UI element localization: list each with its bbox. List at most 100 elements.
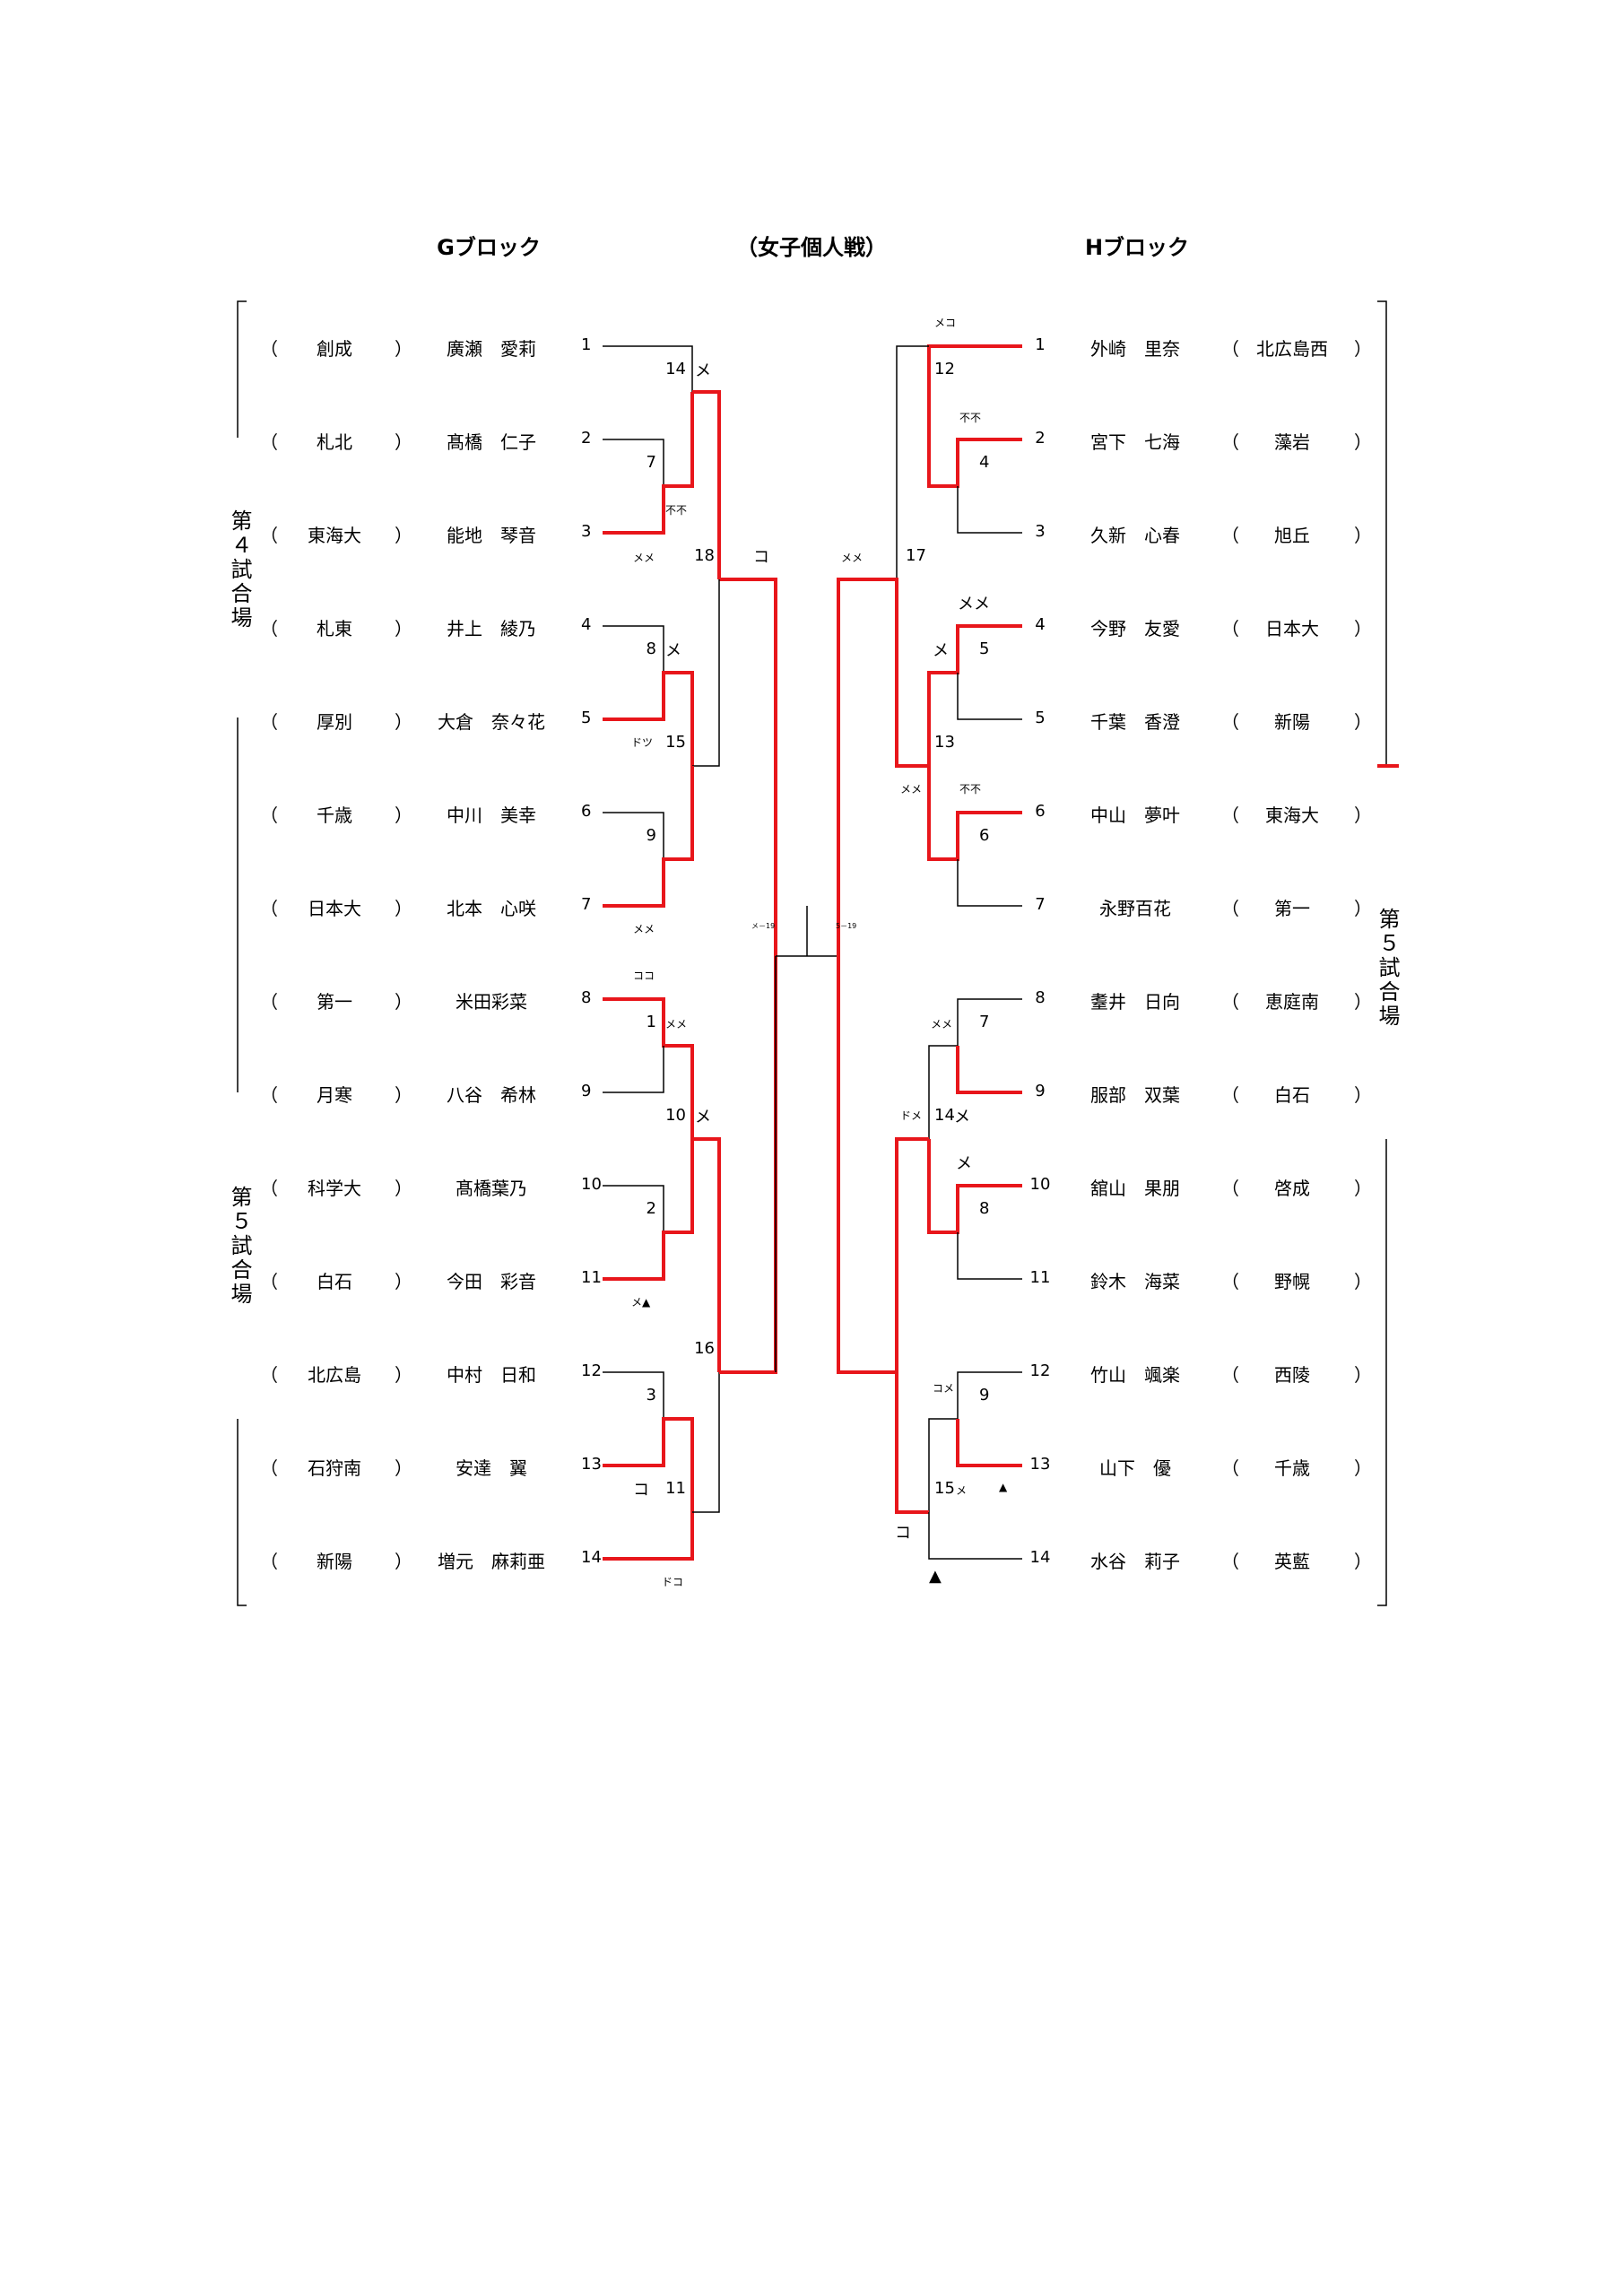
score-annotation: コ — [753, 548, 769, 567]
player-name: 今野 友愛 — [1090, 618, 1180, 639]
bracket-line-winner — [837, 578, 929, 956]
bracket-line — [957, 1232, 1022, 1280]
player-name: 大倉 奈々花 — [438, 711, 545, 733]
paren-open: （ — [1221, 804, 1239, 826]
seed-number: 8 — [581, 988, 592, 1007]
paren-open: （ — [260, 1457, 278, 1479]
score-annotation: コ — [895, 1524, 911, 1543]
paren-open: （ — [1221, 898, 1239, 919]
bracket-line-winner — [719, 578, 777, 956]
player-name: 安達 翼 — [456, 1457, 527, 1479]
player-name: 米田彩菜 — [456, 991, 527, 1013]
bracket-line — [692, 1372, 720, 1513]
paren-close: ） — [395, 898, 412, 919]
school-name: 野幌 — [1274, 1271, 1310, 1292]
school-name: 厚別 — [317, 711, 352, 733]
seed-number: 6 — [581, 802, 592, 821]
score-annotation: メ — [954, 1108, 970, 1126]
seed-number: 8 — [1035, 988, 1046, 1007]
paren-close: ） — [1354, 991, 1372, 1013]
venue-label-right: 第５試合場 — [1375, 908, 1400, 1029]
seed-number: 12 — [581, 1361, 602, 1380]
seed-number: 12 — [1029, 1361, 1051, 1380]
right-block-title: Hブロック — [1084, 235, 1190, 260]
paren-open: （ — [260, 1551, 278, 1572]
player-name: 北本 心咲 — [447, 898, 536, 919]
match-number: 15 — [934, 1479, 955, 1498]
score-annotation: ココ — [633, 970, 655, 982]
bracket-line-winner — [603, 766, 694, 908]
score-annotation: メメ — [958, 595, 990, 613]
player-name: 外崎 里奈 — [1090, 338, 1180, 360]
seed-number: 10 — [581, 1175, 602, 1194]
player-name: 今田 彩音 — [447, 1271, 536, 1292]
score-annotation: ▲ — [929, 1567, 942, 1586]
seed-number: 10 — [1029, 1175, 1051, 1194]
score-annotation: メ▲ — [631, 1296, 651, 1309]
school-name: 新陽 — [1274, 711, 1310, 733]
seed-number: 9 — [1035, 1082, 1046, 1100]
paren-open: （ — [1221, 525, 1239, 546]
paren-open: （ — [1221, 1364, 1239, 1386]
bracket-line-winner — [927, 766, 1022, 861]
left-block-title: Gブロック — [437, 235, 541, 260]
bracket-line-winner — [719, 956, 777, 1374]
match-number: 4 — [979, 453, 990, 472]
match-number: 7 — [979, 1013, 990, 1031]
school-name: 東海大 — [1265, 804, 1319, 826]
bracket-line-winner — [603, 1512, 694, 1561]
paren-open: （ — [1221, 1457, 1239, 1479]
paren-close: ） — [1354, 804, 1372, 826]
match-number: 16 — [694, 1339, 715, 1358]
bracket-line-winner — [956, 1419, 1022, 1467]
match-number: 8 — [979, 1199, 990, 1218]
paren-open: （ — [260, 991, 278, 1013]
school-name: 白石 — [317, 1271, 352, 1292]
paren-close: ） — [395, 1178, 412, 1199]
match-number: 1 — [646, 1013, 656, 1031]
school-name: 千歳 — [1274, 1457, 1310, 1479]
score-annotation: ドメ — [900, 1109, 923, 1122]
school-name: 藻岩 — [1274, 431, 1310, 453]
bracket-line-winner — [956, 1046, 1022, 1094]
seed-number: 4 — [1035, 615, 1046, 634]
paren-open: （ — [260, 431, 278, 453]
school-name: 英藍 — [1274, 1551, 1310, 1572]
school-name: 北広島 — [308, 1364, 361, 1386]
match-number: 15 — [665, 733, 686, 752]
match-number: 2 — [646, 1199, 656, 1218]
paren-close: ） — [1354, 1364, 1372, 1386]
school-name: 石狩南 — [308, 1457, 361, 1479]
paren-open: （ — [260, 1271, 278, 1292]
player-name: 中川 美幸 — [447, 804, 536, 826]
score-annotation: 不不 — [959, 783, 982, 796]
paren-close: ） — [395, 431, 412, 453]
page-title: （女子個人戦） — [736, 235, 887, 260]
school-name: 東海大 — [308, 525, 361, 546]
player-name: 耋井 日向 — [1090, 991, 1180, 1013]
bracket-line-winner — [927, 344, 1022, 488]
paren-open: （ — [260, 1178, 278, 1199]
bracket-line — [603, 1371, 664, 1419]
paren-open: （ — [260, 338, 278, 360]
score-annotation: メメ — [931, 1018, 953, 1031]
bracket-line-winner — [603, 671, 694, 766]
seed-number: 11 — [581, 1268, 602, 1287]
paren-open: （ — [260, 1084, 278, 1106]
match-number: 14 — [934, 1106, 955, 1125]
score-annotation: メ — [695, 1108, 711, 1126]
score-annotation: 不不 — [665, 504, 688, 517]
player-name: 髙橋 仁子 — [447, 431, 536, 453]
player-name: 井上 綾乃 — [447, 618, 536, 639]
paren-open: （ — [260, 804, 278, 826]
paren-close: ） — [395, 711, 412, 733]
final-note: メ－19 — [751, 922, 776, 930]
bracket-line-winner — [837, 956, 929, 1374]
paren-close: ） — [395, 1364, 412, 1386]
player-name: 久新 心春 — [1090, 525, 1180, 546]
player-name: 舘山 果朋 — [1090, 1178, 1180, 1199]
score-annotation: ドコ — [662, 1576, 684, 1588]
seed-number: 5 — [1035, 709, 1046, 727]
school-name: 新陽 — [317, 1551, 352, 1572]
match-number: 3 — [646, 1386, 656, 1405]
